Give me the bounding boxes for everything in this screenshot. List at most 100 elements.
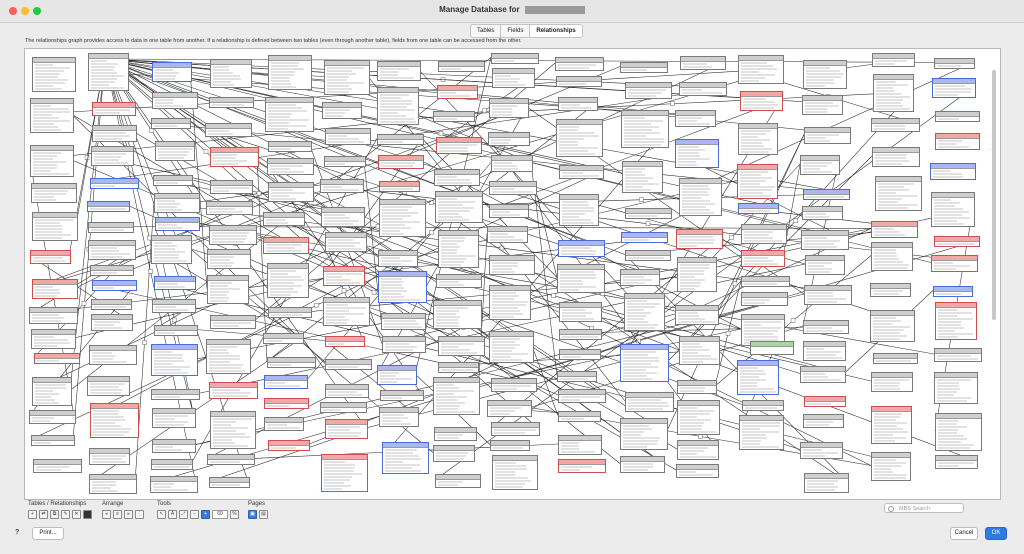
table-occurrence-header[interactable]	[678, 401, 719, 406]
relationship-operator-marker[interactable]	[314, 303, 319, 308]
table-occurrence-header[interactable]	[207, 340, 250, 345]
table-occurrence[interactable]	[379, 199, 426, 237]
table-occurrence[interactable]	[433, 445, 475, 462]
table-occurrence-header[interactable]	[934, 287, 972, 292]
minimize-window-button[interactable]	[21, 7, 29, 15]
table-occurrence[interactable]	[489, 204, 529, 218]
table-occurrence-header[interactable]	[871, 284, 910, 289]
table-occurrence-header[interactable]	[490, 332, 533, 337]
table-occurrence[interactable]	[206, 339, 251, 374]
table-occurrence[interactable]	[487, 226, 528, 243]
table-occurrence[interactable]	[268, 307, 312, 318]
table-occurrence[interactable]	[559, 302, 602, 322]
table-occurrence[interactable]	[267, 357, 316, 368]
table-occurrence-header[interactable]	[626, 209, 671, 214]
table-occurrence[interactable]	[556, 119, 603, 157]
table-occurrence-header[interactable]	[206, 124, 251, 129]
table-occurrence-header[interactable]	[490, 205, 528, 210]
table-occurrence[interactable]	[210, 411, 256, 449]
table-occurrence[interactable]	[557, 264, 605, 293]
table-occurrence[interactable]	[559, 329, 602, 340]
table-occurrence-header[interactable]	[210, 226, 256, 231]
table-occurrence[interactable]	[675, 139, 719, 168]
table-occurrence-header[interactable]	[380, 200, 425, 205]
relationship-operator-marker[interactable]	[84, 155, 90, 160]
relationship-operator-marker[interactable]	[645, 221, 651, 226]
table-occurrence[interactable]	[434, 169, 480, 186]
table-occurrence[interactable]	[31, 329, 76, 349]
table-occurrence-header[interactable]	[264, 238, 308, 243]
table-occurrence[interactable]	[382, 336, 426, 353]
table-occurrence[interactable]	[931, 192, 975, 227]
relationships-graph[interactable]	[24, 48, 1001, 500]
table-occurrence-header[interactable]	[207, 202, 252, 207]
table-occurrence[interactable]	[380, 390, 424, 401]
table-occurrence-header[interactable]	[269, 308, 311, 313]
table-occurrence[interactable]	[930, 163, 976, 180]
table-occurrence[interactable]	[154, 325, 198, 336]
table-occurrence-header[interactable]	[325, 157, 365, 162]
table-occurrence[interactable]	[558, 411, 601, 422]
relationship-line[interactable]	[104, 58, 667, 434]
table-occurrence[interactable]	[933, 286, 973, 297]
table-occurrence-header[interactable]	[326, 360, 371, 365]
table-occurrence-header[interactable]	[623, 162, 662, 167]
table-occurrence[interactable]	[209, 382, 258, 399]
table-occurrence-header[interactable]	[932, 256, 977, 261]
table-occurrence-header[interactable]	[31, 251, 70, 256]
table-occurrence[interactable]	[873, 74, 914, 112]
table-occurrence[interactable]	[151, 118, 191, 129]
table-occurrence[interactable]	[559, 349, 601, 360]
table-occurrence-header[interactable]	[804, 190, 849, 195]
table-occurrence-header[interactable]	[680, 83, 726, 88]
table-occurrence[interactable]	[871, 372, 913, 392]
table-occurrence-header[interactable]	[622, 111, 668, 116]
table-occurrence-header[interactable]	[322, 208, 364, 213]
table-occurrence-header[interactable]	[742, 251, 784, 256]
table-occurrence-header[interactable]	[556, 58, 603, 63]
table-occurrence-header[interactable]	[155, 194, 199, 199]
mbs-search-field[interactable]: MBS Search	[884, 503, 964, 513]
relationship-operator-marker[interactable]	[499, 245, 505, 251]
relationship-operator-marker[interactable]	[341, 288, 347, 293]
table-occurrence-header[interactable]	[626, 393, 673, 398]
table-occurrence-header[interactable]	[156, 142, 194, 147]
table-occurrence-header[interactable]	[558, 265, 604, 270]
table-occurrence[interactable]	[321, 454, 368, 492]
table-occurrence[interactable]	[676, 229, 723, 249]
table-occurrence[interactable]	[487, 400, 532, 417]
table-occurrence-header[interactable]	[801, 443, 842, 448]
graph-vertical-scrollbar[interactable]	[992, 70, 996, 320]
table-occurrence[interactable]	[679, 336, 720, 365]
table-occurrence-header[interactable]	[625, 294, 664, 299]
table-occurrence[interactable]	[151, 389, 200, 400]
zoom-out-icon[interactable]: −	[190, 510, 199, 519]
table-occurrence-header[interactable]	[152, 460, 192, 465]
table-occurrence-header[interactable]	[493, 456, 537, 461]
table-occurrence[interactable]	[741, 276, 790, 287]
table-occurrence-header[interactable]	[30, 411, 75, 416]
table-occurrence[interactable]	[741, 314, 785, 346]
table-occurrence-header[interactable]	[91, 404, 138, 409]
table-occurrence[interactable]	[264, 375, 308, 389]
table-occurrence[interactable]	[377, 61, 421, 81]
table-occurrence-header[interactable]	[378, 366, 416, 371]
table-occurrence-header[interactable]	[872, 243, 912, 248]
table-occurrence-header[interactable]	[265, 376, 307, 381]
table-occurrence[interactable]	[677, 440, 719, 460]
table-occurrence-header[interactable]	[872, 407, 911, 412]
table-occurrence-header[interactable]	[269, 441, 309, 446]
table-occurrence[interactable]	[935, 455, 978, 469]
table-occurrence-header[interactable]	[740, 416, 783, 421]
table-occurrence[interactable]	[935, 111, 980, 122]
relationship-operator-marker[interactable]	[636, 338, 641, 344]
table-occurrence[interactable]	[436, 137, 482, 154]
table-occurrence[interactable]	[489, 331, 534, 363]
table-occurrence[interactable]	[209, 477, 250, 488]
relationship-line[interactable]	[488, 99, 782, 211]
table-occurrence-header[interactable]	[801, 156, 839, 161]
table-occurrence[interactable]	[152, 92, 198, 109]
duplicate-icon[interactable]: ⧉	[50, 510, 59, 519]
relationship-operator-marker[interactable]	[172, 317, 177, 323]
table-occurrence-header[interactable]	[678, 258, 716, 263]
